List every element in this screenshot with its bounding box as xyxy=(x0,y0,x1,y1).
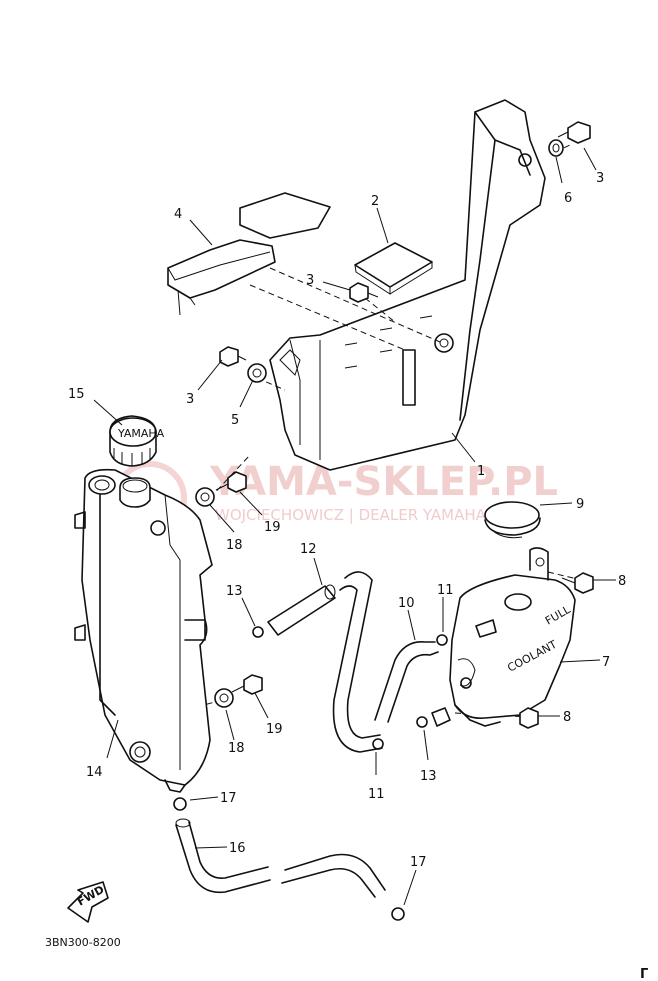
part-6-washer xyxy=(548,139,564,157)
part-1-bracket xyxy=(269,99,546,471)
part-3-bolt-left xyxy=(219,346,247,367)
callout-19-upper: 19 xyxy=(264,520,281,535)
part-3-bolt-top xyxy=(557,121,591,144)
callout-12: 12 xyxy=(300,542,317,557)
part-10-hose xyxy=(374,641,439,723)
callout-2: 2 xyxy=(371,194,379,209)
part-16-hose xyxy=(175,818,386,898)
callout-labels: 1 2 3 3 3 4 5 6 7 8 8 9 10 11 11 12 13 1… xyxy=(68,171,626,870)
part-7-reservoir-tank: FULL COOLANT xyxy=(431,547,576,727)
callout-6: 6 xyxy=(564,191,572,206)
part-11-clamp-top xyxy=(436,634,448,646)
callout-10: 10 xyxy=(398,596,415,611)
part-2-pad xyxy=(354,242,433,295)
callout-13-left: 13 xyxy=(226,584,243,599)
callout-17-upper: 17 xyxy=(220,791,237,806)
callout-8-lower: 8 xyxy=(563,710,571,725)
part-15-radiator-cap: YAMAHA xyxy=(109,415,165,467)
clamps xyxy=(173,626,448,921)
part-17-clip-lower xyxy=(391,907,405,921)
part-12-hose xyxy=(267,584,336,636)
overflow-hose xyxy=(332,571,383,753)
watermark-brand: YAMA-SKLEP.PL xyxy=(209,459,558,505)
callout-14: 14 xyxy=(86,765,103,780)
reservoir-bolts xyxy=(519,572,594,729)
figure-code: 3BN300-8200 xyxy=(45,936,121,949)
callout-11-bottom: 11 xyxy=(368,787,385,802)
callout-3-left: 3 xyxy=(186,392,194,407)
part-8-bolt-lower xyxy=(519,707,539,729)
callout-16: 16 xyxy=(229,841,246,856)
part-17-clip-upper xyxy=(173,797,187,811)
cap-marking: YAMAHA xyxy=(117,427,165,440)
fwd-arrow: FWD xyxy=(67,881,109,923)
part-13-clamp-left xyxy=(252,626,264,638)
part-18-collar-upper xyxy=(195,487,215,507)
callout-7: 7 xyxy=(602,655,610,670)
callout-8-upper: 8 xyxy=(618,574,626,589)
corner-mark: Γ xyxy=(640,967,648,981)
part-3-bolt-mid xyxy=(349,282,379,303)
callout-15: 15 xyxy=(68,387,85,402)
part-4-cover xyxy=(167,192,331,316)
callout-11-top: 11 xyxy=(437,583,454,598)
callout-5: 5 xyxy=(231,413,239,428)
part-9-reservoir-cap xyxy=(484,501,541,539)
callout-18-lower: 18 xyxy=(228,741,245,756)
watermark-dealer: WOJCIECHOWICZ | DEALER YAMAHA xyxy=(215,506,487,524)
callout-13-right: 13 xyxy=(420,769,437,784)
part-14-radiator xyxy=(74,468,213,793)
callout-9: 9 xyxy=(576,497,584,512)
radiator-fasteners xyxy=(195,471,263,708)
leader-lines xyxy=(93,147,616,906)
part-8-bolt-upper xyxy=(561,572,594,594)
callout-17-lower: 17 xyxy=(410,855,427,870)
part-19-bolt-upper xyxy=(215,471,247,493)
callout-3-top: 3 xyxy=(596,171,604,186)
part-19-bolt-lower xyxy=(231,674,263,695)
part-13-clamp-right xyxy=(416,716,428,728)
part-18-collar-lower xyxy=(214,688,234,708)
bolts-and-washers xyxy=(219,121,591,383)
part-11-clamp-bottom xyxy=(372,738,384,750)
watermark: YAMA-SKLEP.PL WOJCIECHOWICZ | DEALER YAM… xyxy=(113,459,558,535)
part-5-collar xyxy=(247,363,267,383)
callout-1: 1 xyxy=(477,464,485,479)
callout-4: 4 xyxy=(174,207,182,222)
callout-19-lower: 19 xyxy=(266,722,283,737)
callout-18-upper: 18 xyxy=(226,538,243,553)
callout-3-mid: 3 xyxy=(306,273,314,288)
